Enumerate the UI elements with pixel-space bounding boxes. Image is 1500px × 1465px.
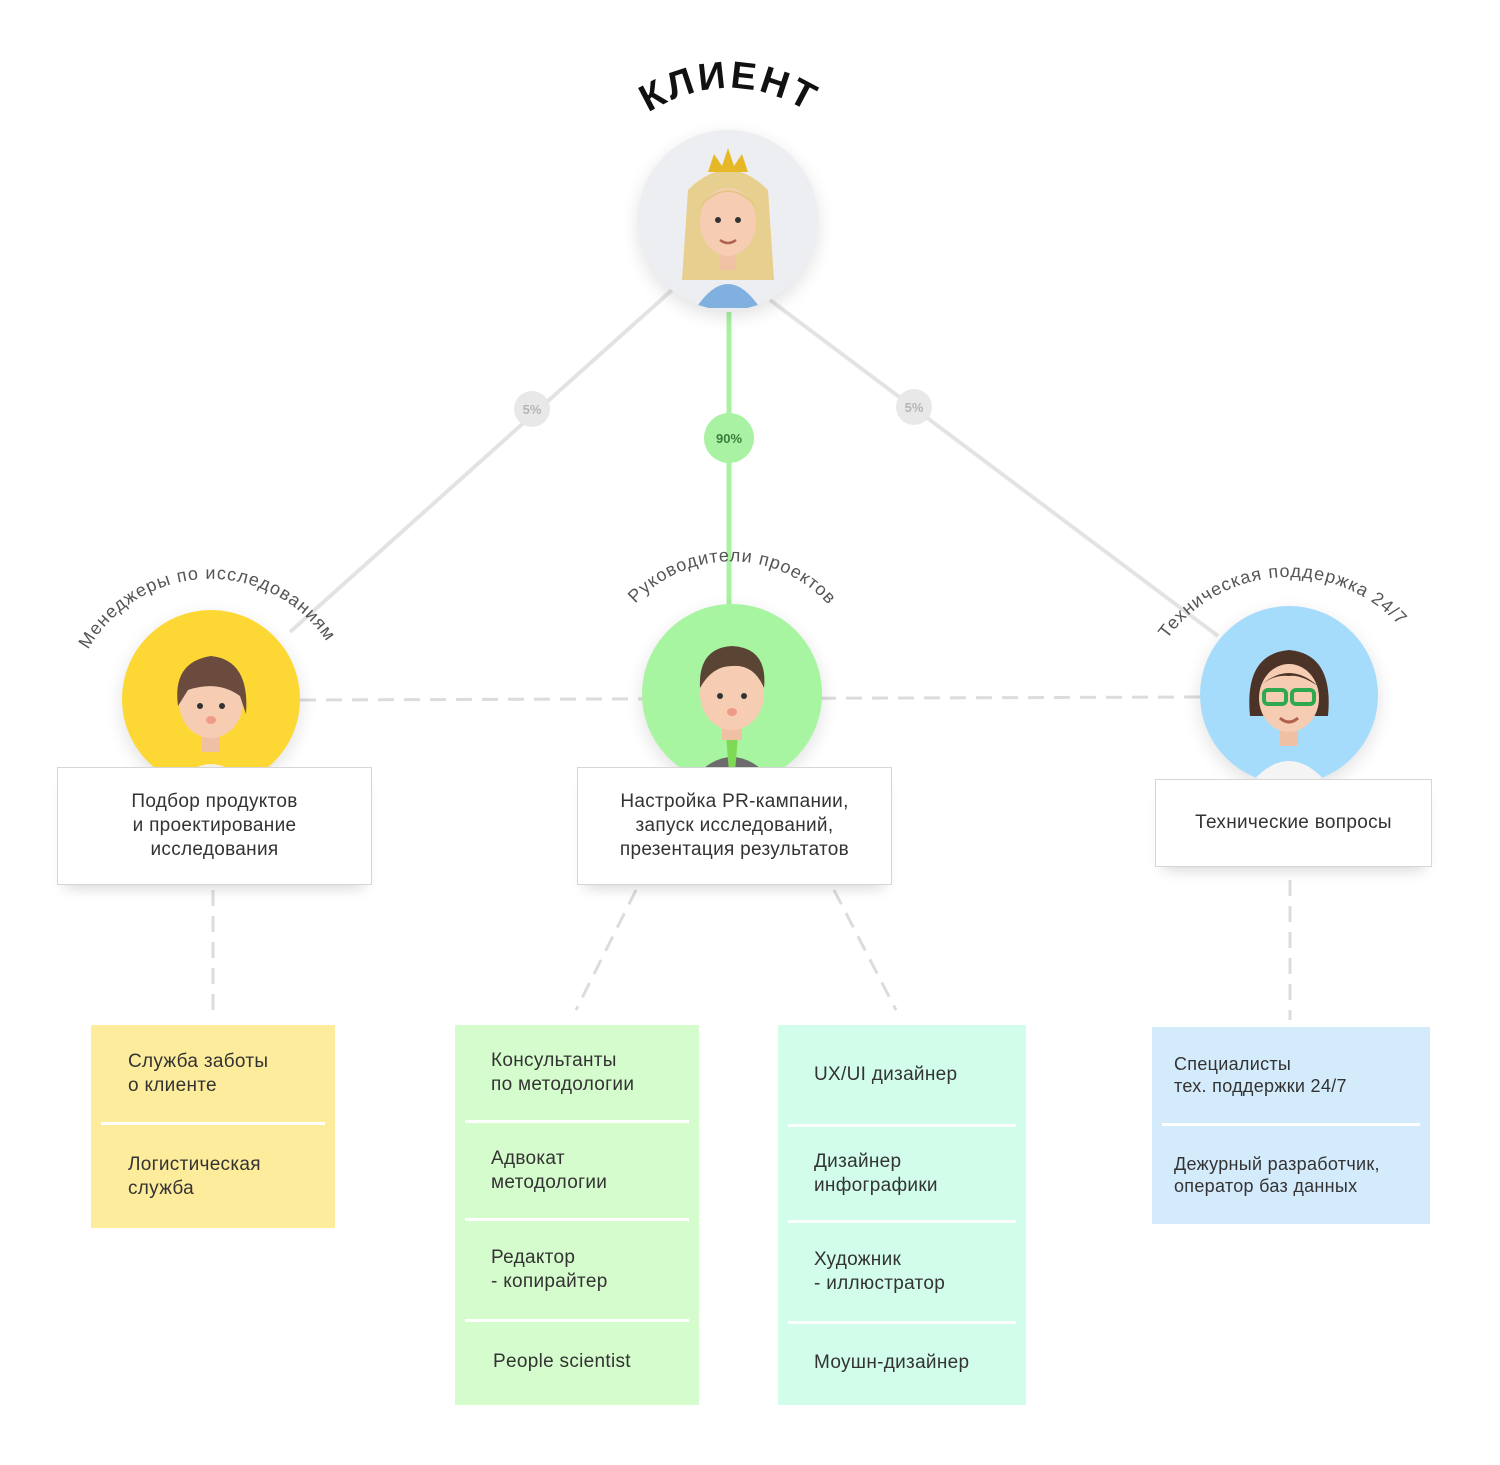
avatar-project-lead: [642, 604, 822, 784]
percent-badge-right: 5%: [896, 389, 932, 425]
task-box-managers: Подбор продуктов и проектирование исслед…: [57, 767, 372, 885]
team-divider: [1162, 1123, 1420, 1126]
team-divider: [788, 1124, 1016, 1127]
team-item: Дежурный разработчик, оператор баз данны…: [1174, 1154, 1380, 1196]
task-text-project-leads: Настройка PR-кампании, запуск исследован…: [619, 791, 850, 860]
team-tech-support: Специалисты тех. поддержки 24/7 Дежурный…: [1152, 1027, 1430, 1224]
percent-badge-center: 90%: [704, 413, 754, 463]
team-methodology: Консультанты по методологии Адвокат мето…: [455, 1025, 699, 1405]
team-item: Адвокат методологии: [491, 1147, 608, 1193]
team-item: Консультанты по методологии: [491, 1049, 635, 1095]
team-divider: [101, 1122, 325, 1125]
client-avatar: [638, 130, 818, 310]
avatar-research-manager: [122, 610, 300, 788]
team-item: Логистическая служба: [128, 1153, 261, 1199]
client-title: КЛИЕНТ: [633, 54, 823, 120]
task-text-managers: Подбор продуктов и проектирование исслед…: [131, 791, 298, 860]
team-divider: [788, 1321, 1016, 1324]
svg-text:Руководители проектов: Руководители проектов: [624, 545, 841, 608]
avatar-tech-support: [1200, 606, 1378, 784]
team-item: Специалисты тех. поддержки 24/7: [1174, 1054, 1347, 1096]
team-item: Редактор - копирайтер: [491, 1247, 608, 1292]
team-item: UX/UI дизайнер: [814, 1063, 958, 1085]
team-item: Дизайнер инфографики: [814, 1150, 938, 1196]
task-box-project-leads: Настройка PR-кампании, запуск исследован…: [577, 767, 892, 885]
role-label-project-leads: Руководители проектов: [624, 545, 840, 608]
team-divider: [788, 1220, 1016, 1223]
team-client-care: Служба заботы о клиенте Логистическая сл…: [91, 1025, 335, 1228]
team-divider: [465, 1319, 689, 1322]
team-item: Моушн-дизайнер: [814, 1352, 970, 1373]
task-box-tech-support: Технические вопросы: [1155, 779, 1432, 867]
team-item: Служба заботы о клиенте: [128, 1050, 269, 1096]
team-item: Художник - иллюстратор: [814, 1249, 946, 1294]
percent-badge-left: 5%: [514, 391, 550, 427]
task-text-tech-support: Технические вопросы: [1195, 812, 1392, 833]
team-divider: [465, 1120, 689, 1123]
team-design: UX/UI дизайнер Дизайнер инфографики Худо…: [778, 1025, 1026, 1405]
team-divider: [465, 1218, 689, 1221]
team-item: People scientist: [493, 1351, 631, 1372]
